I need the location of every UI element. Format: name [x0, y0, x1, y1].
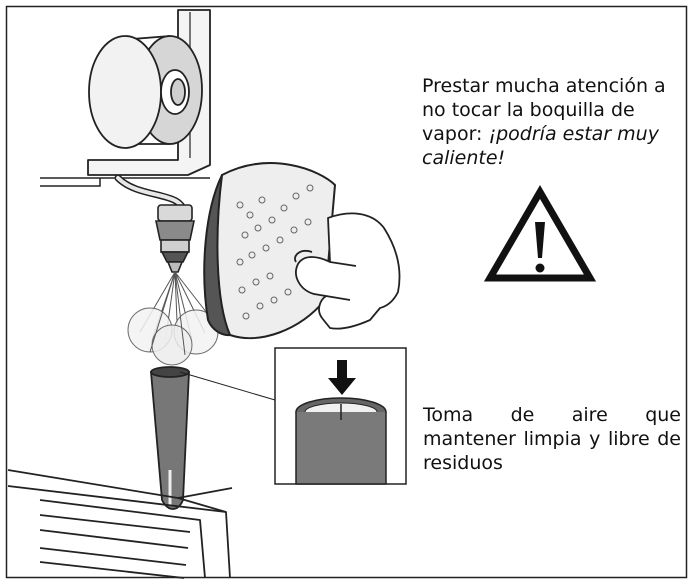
- zoom-box: [274, 347, 407, 485]
- callout-line: [179, 371, 276, 401]
- sponge: [203, 162, 336, 340]
- air-intake-caption: Toma de aire que mantener limpia y libre…: [423, 404, 681, 474]
- warning-caption: Prestar mucha atención a no tocar la boq…: [422, 74, 678, 170]
- warning-caption-text: Prestar mucha atención a no tocar la boq…: [422, 75, 666, 145]
- figure-border: [5, 5, 688, 579]
- steam-spray: [127, 271, 219, 366]
- machine-body: [87, 9, 211, 176]
- down-arrow-icon: [328, 360, 356, 395]
- warning-caption-emphasis: ¡podría estar muy caliente!: [422, 123, 659, 169]
- drip-tray: [7, 469, 233, 579]
- machine-edge: [40, 177, 210, 187]
- air-intake-tube: [150, 366, 190, 510]
- warning-triangle-icon: [483, 185, 597, 282]
- steam-nozzle: [155, 204, 195, 273]
- hand: [294, 212, 401, 330]
